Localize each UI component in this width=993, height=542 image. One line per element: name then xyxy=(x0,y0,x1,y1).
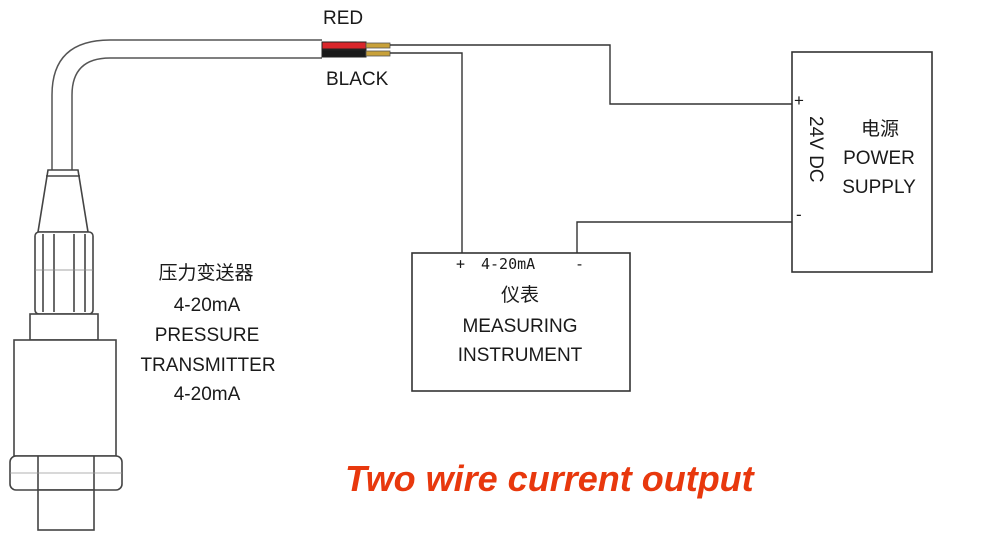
instrument-name-en-2: INSTRUMENT xyxy=(457,345,583,366)
transmitter-range-bottom: 4-20mA xyxy=(173,384,241,405)
instrument-minus-terminal: - xyxy=(575,255,585,273)
power-minus-terminal: - xyxy=(796,205,802,224)
transmitter-name-cn: 压力变送器 xyxy=(158,263,254,284)
instrument-plus-terminal: + xyxy=(456,255,466,273)
transmitter-range-top: 4-20mA xyxy=(173,295,241,316)
measuring-instrument-box xyxy=(411,252,631,392)
power-plus-terminal: + xyxy=(794,91,804,110)
transmitter-name-en-2: TRANSMITTER xyxy=(140,355,276,376)
black-wire-label: BLACK xyxy=(326,69,389,90)
power-name-en-1: POWER xyxy=(843,148,915,169)
instrument-name-cn: 仪表 xyxy=(500,285,540,306)
power-supply-box xyxy=(791,51,933,273)
wire-ends xyxy=(321,41,391,58)
power-voltage: 24V DC xyxy=(805,116,826,183)
transmitter-name-en-1: PRESSURE xyxy=(154,325,260,346)
power-name-en-2: SUPPLY xyxy=(842,177,916,198)
pressure-transmitter-body xyxy=(9,169,123,531)
circuit-wires xyxy=(390,44,792,253)
instrument-name-en-1: MEASURING xyxy=(462,316,578,337)
instrument-range: 4-20mA xyxy=(481,255,536,273)
diagram-caption: Two wire current output xyxy=(345,458,754,499)
cable xyxy=(51,39,322,170)
power-name-cn: 电源 xyxy=(860,119,900,140)
red-wire-label: RED xyxy=(323,8,364,29)
